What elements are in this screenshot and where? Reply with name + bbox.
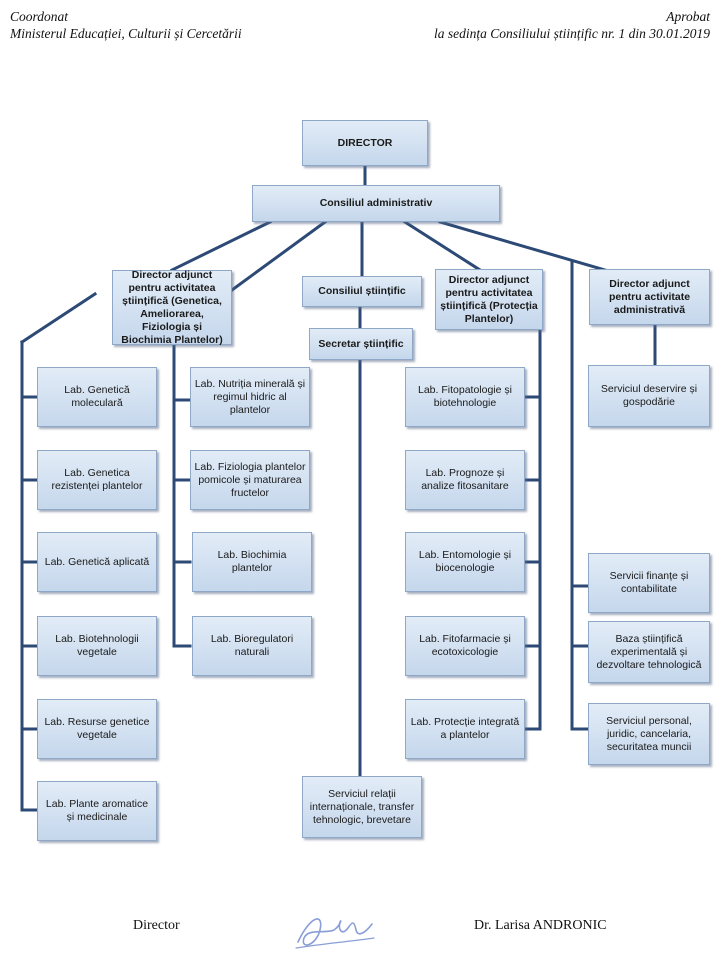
header-right-line1: Aprobat — [666, 9, 710, 24]
header-left-line1: Coordonat — [10, 9, 69, 24]
connector-consiliu-adjunct-genetica-a — [169, 219, 273, 273]
lab-nutritia-box: Lab. Nutriția minerală și regimul hidric… — [190, 367, 310, 427]
header-approval-left: Coordonat Ministerul Educației, Culturii… — [10, 8, 242, 42]
lab-fiziologia-box: Lab. Fiziologia plantelor pomicole și ma… — [190, 450, 310, 510]
lab-genetica-rezistentei-box: Lab. Genetica rezistenței plantelor — [37, 450, 157, 510]
footer-name: Dr. Larisa ANDRONIC — [474, 918, 607, 933]
lab-genetica-aplicata-box: Lab. Genetică aplicată — [37, 532, 157, 592]
connector-consiliu-adjunct-admin — [438, 220, 607, 272]
lab-protectie-integrata-box: Lab. Protecție integrată a plantelor — [405, 699, 525, 759]
baza-stiintifica-box: Baza științifică experimentală și dezvol… — [588, 621, 710, 683]
lab-entomologie-box: Lab. Entomologie și biocenologie — [405, 532, 525, 592]
serviciul-personal-box: Serviciul personal, juridic, cancelaria,… — [588, 703, 710, 765]
lab-genetica-moleculara-box: Lab. Genetică moleculară — [37, 367, 157, 427]
lab-biochimia-box: Lab. Biochimia plantelor — [192, 532, 312, 592]
secretar-stiintific-box: Secretar științific — [309, 328, 413, 360]
lab-fitopatologie-box: Lab. Fitopatologie și biotehnologie — [405, 367, 525, 427]
serviciul-deservire-box: Serviciul deservire și gospodărie — [588, 365, 710, 427]
adjunct-protectie-box: Director adjunct pentru activitatea știi… — [435, 269, 543, 330]
lab-prognoze-box: Lab. Prognoze și analize fitosanitare — [405, 450, 525, 510]
connector-consiliu-adjunct-genetica-b — [229, 219, 328, 293]
connector-adjunct-genetica-left — [19, 291, 98, 345]
header-right-line2: la sedința Consiliului științific nr. 1 … — [433, 26, 710, 41]
lab-plante-aromatice-box: Lab. Plante aromatice și medicinale — [37, 781, 157, 841]
footer-role: Director — [133, 918, 180, 933]
header-left-line2: Ministerul Educației, Culturii și Cercet… — [10, 26, 242, 41]
director-box: DIRECTOR — [302, 120, 428, 166]
connector-consiliu-adjunct-protectie — [402, 219, 483, 273]
adjunct-genetica-box: Director adjunct pentru activitatea știi… — [112, 269, 232, 346]
consiliu-administrativ-box: Consiliul administrativ — [252, 185, 500, 222]
header-approval-right: Aprobat la sedința Consiliului științifi… — [434, 8, 710, 42]
adjunct-administrativ-box: Director adjunct pentru activitate admin… — [589, 269, 710, 325]
lab-fitofarmacie-box: Lab. Fitofarmacie și ecotoxicologie — [405, 616, 525, 676]
signature-image — [295, 918, 375, 949]
consiliu-stiintific-box: Consiliul științific — [302, 276, 422, 307]
lab-biotehnologii-box: Lab. Biotehnologii vegetale — [37, 616, 157, 676]
lab-resurse-genetice-box: Lab. Resurse genetice vegetale — [37, 699, 157, 759]
servicii-finante-box: Servicii finanțe și contabilitate — [588, 553, 710, 613]
lab-bioregulatori-box: Lab. Bioregulatori naturali — [192, 616, 312, 676]
serviciul-relatii-box: Serviciul relații internaționale, transf… — [302, 776, 422, 838]
